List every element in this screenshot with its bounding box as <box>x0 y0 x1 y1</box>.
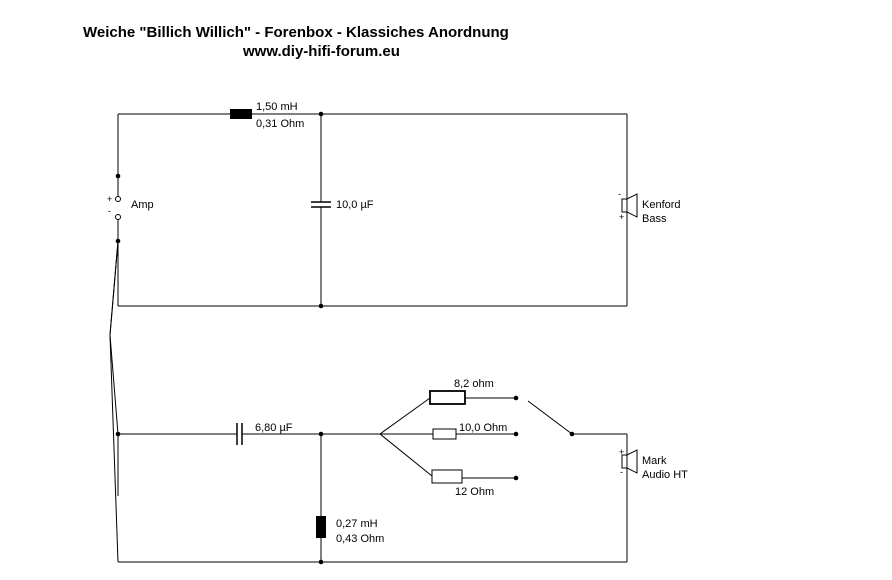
website-label: www.diy-hifi-forum.eu <box>242 43 400 60</box>
bass-inductor <box>230 109 252 119</box>
amp-minus-sign: - <box>108 206 111 216</box>
diagram-title: Weiche "Billich Willich" - Forenbox - Kl… <box>83 24 509 41</box>
amp-label: Amp <box>131 199 154 211</box>
selector-switch-arm <box>527 400 573 435</box>
junction-dot <box>318 111 324 117</box>
switch-contact <box>513 431 519 437</box>
resistor-10-ohm <box>432 428 457 440</box>
tweeter-speaker-name: Mark <box>642 455 667 467</box>
bass-speaker-cone <box>626 193 638 218</box>
resistor-10-ohm-label: 10,0 Ohm <box>459 422 507 434</box>
wire <box>109 334 119 563</box>
wire <box>379 397 431 435</box>
bass-capacitor-value: 10,0 µF <box>336 199 374 211</box>
tweeter-inductor <box>316 516 326 538</box>
junction-dot <box>115 173 121 179</box>
resistor-12-ohm-label: 12 Ohm <box>455 486 494 498</box>
bass-speaker-name: Kenford <box>642 199 681 211</box>
tweeter-inductor-value: 0,27 mH <box>336 518 378 530</box>
tweeter-capacitor-value: 6,80 µF <box>255 422 293 434</box>
tweeter-section: 6,80 µF 0,27 mH 0,43 Ohm 8,2 ohm 10,0 Oh… <box>118 378 688 565</box>
feed-wiring <box>109 240 121 563</box>
tweeter-speaker-minus: - <box>620 467 623 477</box>
tweeter-speaker-type: Audio HT <box>642 469 688 481</box>
bass-speaker-plus: + <box>619 212 624 222</box>
amp-terminal-plus <box>115 196 121 202</box>
amp-plus-sign: + <box>107 194 112 204</box>
bass-speaker-minus: - <box>618 189 621 199</box>
resistor-8-2-ohm <box>429 390 466 405</box>
switch-contact <box>513 475 519 481</box>
tweeter-inductor-resistance: 0,43 Ohm <box>336 533 384 545</box>
bass-section: 1,50 mH 0,31 Ohm 10,0 µF - + Kenford Bas… <box>118 101 681 309</box>
tweeter-speaker-cone <box>626 449 638 474</box>
wire <box>109 240 119 336</box>
amp-terminals: + - Amp <box>107 114 154 244</box>
bass-inductor-resistance: 0,31 Ohm <box>256 118 304 130</box>
bass-speaker-type: Bass <box>642 213 667 225</box>
resistor-8-2-ohm-label: 8,2 ohm <box>454 378 494 390</box>
resistor-12-ohm <box>431 469 463 484</box>
amp-terminal-minus <box>115 214 121 220</box>
tweeter-speaker-plus: + <box>619 447 624 457</box>
wire <box>379 433 433 477</box>
bass-inductor-value: 1,50 mH <box>256 101 298 113</box>
wire <box>109 334 119 435</box>
bass-speaker-icon <box>621 198 628 213</box>
switch-contact <box>513 395 519 401</box>
